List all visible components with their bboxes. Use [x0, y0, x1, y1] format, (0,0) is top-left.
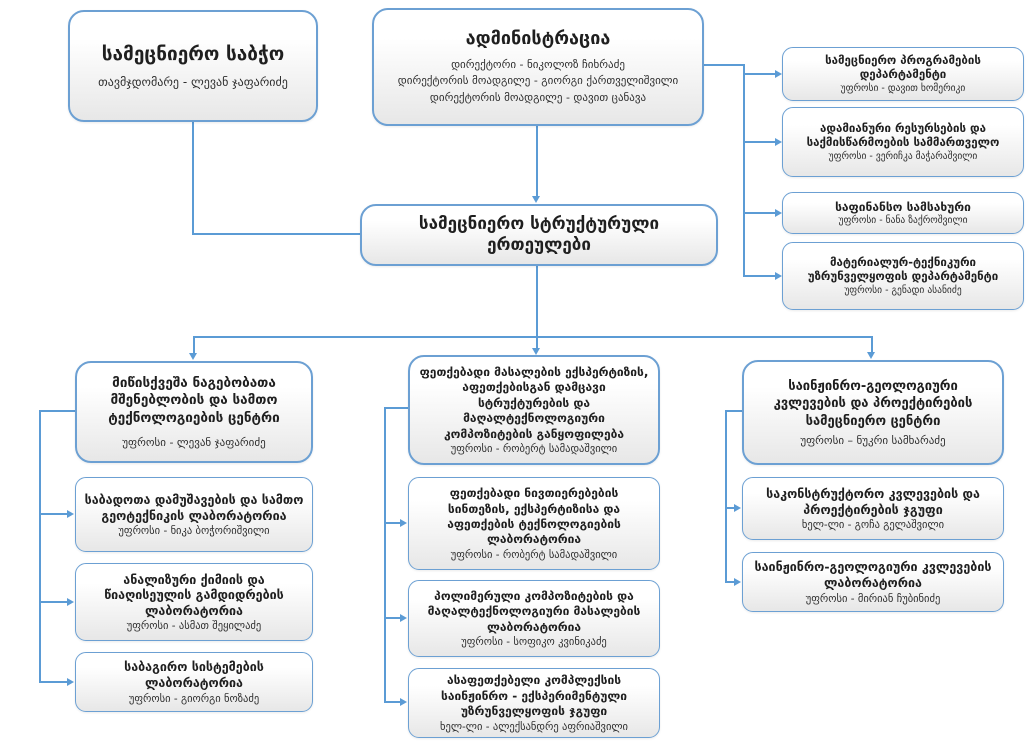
- node-left-3: ანალიზური ქიმიის და წიაღისეულის გამდიდრე…: [75, 563, 313, 641]
- node-title: საბაგირო სისტემების ლაბორატორია: [124, 659, 264, 690]
- node-administration: ადმინისტრაცია დირექტორი - ნიკოლოზ ჩიხრაძ…: [372, 8, 704, 126]
- connector-bm4: [384, 701, 400, 703]
- connector-bm2: [384, 522, 400, 524]
- node-title: საკონსტრუქტორო კვლევების და პროექტირების…: [766, 485, 980, 517]
- node-left-1: მიწისქვეშა ნაგებობათა მშენებლობის და სამ…: [75, 361, 313, 463]
- node-middle-1: ფეთქებადი მასალების ექსპერტიზის, აფეთქებ…: [408, 355, 660, 465]
- node-subtitle: ხელ-ლი - ალექსანდრე აფრიაშვილი: [440, 720, 628, 733]
- admin-line: დირექტორის მოადგილე - გიორგი ქართველიშვი…: [397, 74, 679, 88]
- node-left-4: საბაგირო სისტემების ლაბორატორია უფროსი -…: [75, 652, 313, 712]
- node-title: საფინანსო სამსახური: [835, 199, 971, 214]
- arrow-right-icon: [400, 698, 407, 706]
- connector-bl1: [39, 410, 75, 412]
- node-subtitle: უფროსი - რობერტ სამადაშვილი: [450, 442, 618, 455]
- node-middle-2: ფეთქებადი ნივთიერებების სინთეზის, ექსპერ…: [408, 477, 660, 570]
- admin-line: დირექტორი - ნიკოლოზ ჩიხრაძე: [451, 57, 625, 71]
- arrow-down-icon: [532, 196, 540, 203]
- connector-admin-down: [536, 126, 538, 197]
- connector-drop-left: [193, 336, 195, 353]
- node-structural-units: სამეცნიერო სტრუქტურული ერთეულები: [360, 204, 718, 266]
- arrow-right-icon: [775, 70, 782, 78]
- node-title: ადამიანური რესურსების და საქმისწარმოების…: [806, 121, 1000, 149]
- node-scientific-council: სამეცნიერო საბჭო თავმჯდომარე - ლევან ჯაფ…: [68, 10, 318, 122]
- connector-br-trunk: [725, 411, 727, 583]
- node-title: საინჟინრო-გეოლოგიური კვლევების ლაბორატორ…: [754, 559, 992, 590]
- connector-distributor: [193, 336, 873, 338]
- arrow-right-icon: [400, 519, 407, 527]
- arrow-right-icon: [67, 510, 74, 518]
- connector-drop-middle: [536, 336, 538, 348]
- node-title: საინჟინრო-გეოლოგიური კვლევების და პროექტ…: [773, 379, 973, 429]
- node-subtitle: უფროსი - სოფიკო კვინიკაძე: [461, 636, 607, 649]
- node-right-4: მატერიალურ-ტექნიკური უზრუნველყოფის დეპარ…: [782, 242, 1024, 310]
- node-subtitle: უფროსი - ასმათ შეყილაძე: [126, 620, 262, 633]
- node-title: ადმინისტრაცია: [465, 27, 611, 49]
- connector-bm3: [384, 617, 400, 619]
- connector-br3: [725, 581, 735, 583]
- node-bottom-right-1: საინჟინრო-გეოლოგიური კვლევების და პროექტ…: [742, 360, 1004, 465]
- node-subtitle: უფროსი - დავით ხომერიკი: [840, 82, 966, 94]
- node-right-1: სამეცნიერო პროგრამების დეპარტამენტი უფრო…: [782, 47, 1024, 101]
- node-left-2: საბადოთა დამუშავების და სამთო გეოტექნიკი…: [75, 477, 313, 552]
- node-right-3: საფინანსო სამსახური უფროსი - ნანა ზაქროშ…: [782, 192, 1024, 234]
- node-title: ფეთქებადი ნივთიერებების სინთეზის, ექსპერ…: [447, 486, 621, 547]
- connector-r4: [743, 275, 775, 277]
- node-title: სამეცნიერო საბჭო: [101, 43, 285, 65]
- arrow-right-icon: [775, 138, 782, 146]
- connector-structural-down: [536, 266, 538, 337]
- connector-middle-trunk: [384, 408, 386, 702]
- node-title: ანალიზური ქიმიის და წიაღისეულის გამდიდრე…: [104, 571, 284, 618]
- node-title: საბადოთა დამუშავების და სამთო გეოტექნიკი…: [84, 491, 304, 523]
- node-right-2: ადამიანური რესურსების და საქმისწარმოების…: [782, 107, 1024, 177]
- arrow-down-icon: [867, 352, 875, 359]
- node-subtitle: უფროსი - გენადი ასანიძე: [844, 284, 962, 296]
- node-subtitle: ხელ-ლი - გოჩა გელაშვილი: [801, 519, 945, 532]
- node-title: მიწისქვეშა ნაგებობათა მშენებლობის და სამ…: [108, 374, 280, 426]
- node-bottom-right-2: საკონსტრუქტორო კვლევების და პროექტირების…: [742, 477, 1004, 540]
- node-title: ფეთქებადი მასალების ექსპერტიზის, აფეთქებ…: [419, 365, 649, 441]
- connector-br2: [725, 507, 735, 509]
- node-title: მატერიალურ-ტექნიკური უზრუნველყოფის დეპარ…: [807, 255, 999, 283]
- node-subtitle: უფროსი - გიორგი ნოზაძე: [128, 692, 260, 705]
- connector-bl3: [39, 601, 67, 603]
- connector-r2: [743, 141, 775, 143]
- node-subtitle: უფროსი - ვერიჩკა მაჭარაშვილი: [828, 150, 978, 162]
- connector-r1: [743, 73, 775, 75]
- node-subtitle: უფროსი - მირიან ჩუბინიძე: [805, 592, 941, 605]
- connector-bm1: [384, 407, 408, 409]
- connector-council-down: [192, 122, 194, 235]
- node-subtitle: უფროსი - ნანა ზაქროშვილი: [838, 215, 968, 227]
- arrow-right-icon: [67, 598, 74, 606]
- connector-bl4: [39, 681, 67, 683]
- arrow-right-icon: [775, 209, 782, 217]
- arrow-right-icon: [67, 678, 74, 686]
- connector-drop-right: [871, 336, 873, 352]
- arrow-right-icon: [775, 272, 782, 280]
- connector-right-trunk: [743, 64, 745, 277]
- node-subtitle: უფროსი – ნუკრი სამხარაძე: [800, 433, 946, 447]
- node-subtitle: თავმჯდომარე - ლევან ჯაფარიძე: [98, 75, 288, 89]
- connector-council-right: [192, 233, 360, 235]
- connector-r3: [743, 212, 775, 214]
- admin-line: დირექტორის მოადგილე - დავით ცანავა: [429, 90, 647, 104]
- arrow-right-icon: [400, 614, 407, 622]
- connector-br1: [725, 410, 742, 412]
- node-bottom-right-3: საინჟინრო-გეოლოგიური კვლევების ლაბორატორ…: [742, 552, 1004, 612]
- node-title: სამეცნიერო სტრუქტურული ერთეულები: [418, 213, 660, 255]
- arrow-right-icon: [734, 504, 741, 512]
- node-subtitle: უფროსი - ნიკა ბოჭორიშვილი: [118, 525, 270, 538]
- arrow-right-icon: [734, 578, 741, 586]
- node-subtitle: უფროსი - ლევან ჯაფარიძე: [122, 436, 266, 450]
- node-title: სამეცნიერო პროგრამების დეპარტამენტი: [825, 53, 981, 81]
- arrow-down-icon: [532, 348, 540, 355]
- node-middle-3: პოლიმერული კომპოზიტების და მაღალტექნოლოგ…: [408, 580, 660, 657]
- node-middle-4: ასაფეთქებელი კომპლექსის საინჟინრო - ექსპ…: [408, 668, 660, 738]
- connector-left-trunk: [39, 411, 41, 683]
- connector-admin-right: [704, 64, 745, 66]
- arrow-down-icon: [189, 353, 197, 360]
- connector-bl2: [39, 513, 67, 515]
- node-title: ასაფეთქებელი კომპლექსის საინჟინრო - ექსპ…: [441, 673, 627, 719]
- node-title: პოლიმერული კომპოზიტების და მაღალტექნოლოგ…: [427, 588, 641, 634]
- node-subtitle: უფროსი - რობერტ სამადაშვილი: [450, 548, 618, 561]
